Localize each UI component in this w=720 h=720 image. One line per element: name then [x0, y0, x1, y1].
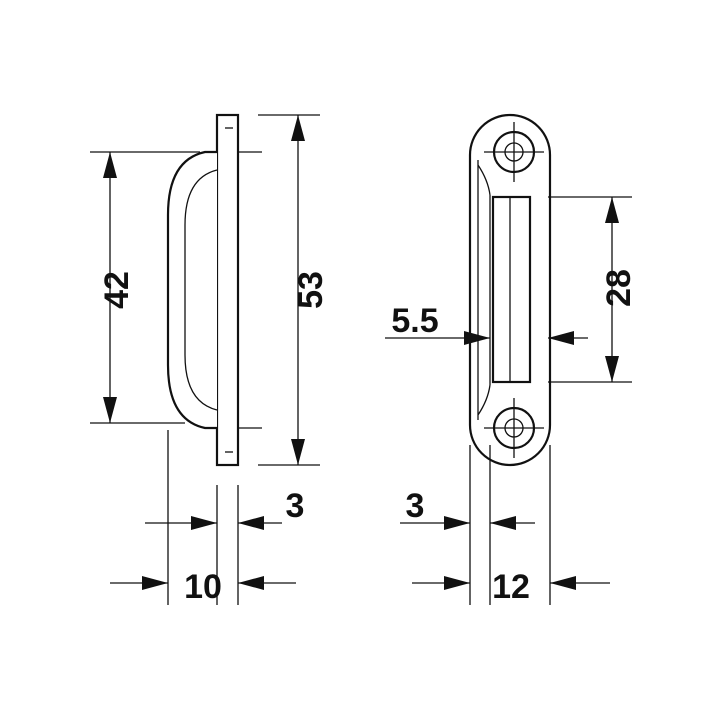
arrow-head — [103, 152, 117, 178]
dimension-label-53: 53 — [292, 271, 330, 309]
arrow-head — [605, 197, 619, 223]
dimension-label-12: 12 — [492, 568, 530, 606]
arrow-head — [464, 331, 490, 345]
dimension-label-10: 10 — [184, 568, 222, 606]
front-inner-contour — [477, 160, 491, 420]
arrow-head — [291, 439, 305, 465]
dimension-label-5-5: 5.5 — [391, 302, 438, 340]
side-body — [166, 150, 217, 430]
dimension-label-42: 42 — [98, 271, 136, 309]
dimension-label-28: 28 — [600, 269, 638, 307]
arrow-head — [238, 516, 264, 530]
front-view: 28 5.5 3 12 — [385, 113, 638, 606]
arrow-head — [605, 356, 619, 382]
arrow-head — [191, 516, 217, 530]
side-inner-contour — [184, 169, 218, 411]
screw-hole-top — [484, 122, 544, 182]
arrow-head — [291, 115, 305, 141]
dimension-label-3-right: 3 — [406, 487, 425, 525]
arrow-head — [238, 576, 264, 590]
side-view: 42 53 3 10 — [90, 113, 330, 606]
side-plate — [215, 113, 240, 467]
arrow-head — [548, 331, 574, 345]
arrow-head — [103, 397, 117, 423]
arrow-head — [444, 576, 470, 590]
arrow-head — [490, 516, 516, 530]
arrow-head — [142, 576, 168, 590]
screw-hole-bottom — [484, 398, 544, 458]
front-slot — [491, 195, 532, 384]
arrow-head — [550, 576, 576, 590]
arrow-head — [444, 516, 470, 530]
dimension-label-3-left: 3 — [286, 487, 305, 525]
